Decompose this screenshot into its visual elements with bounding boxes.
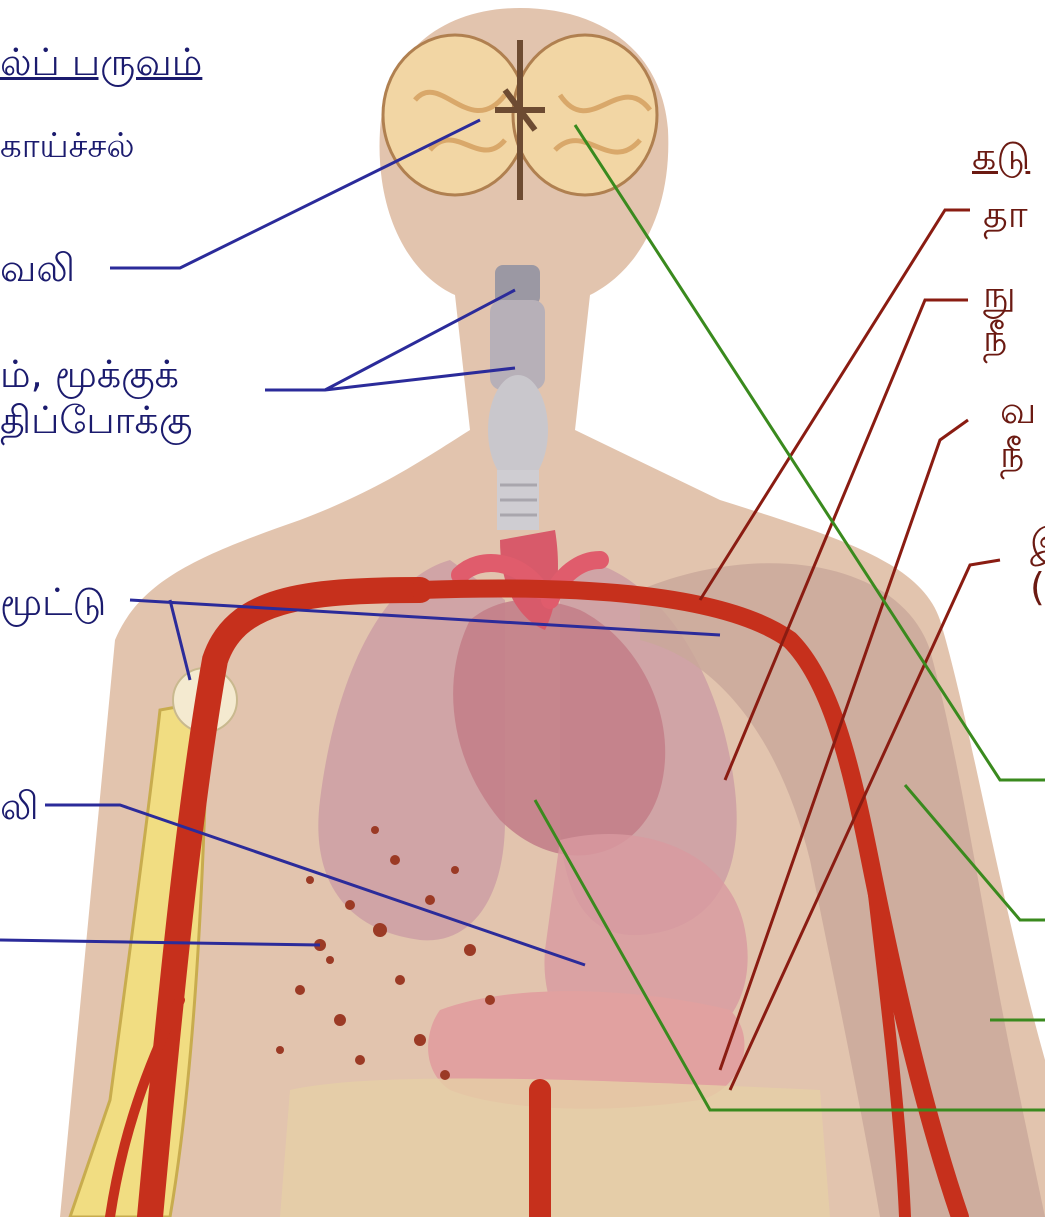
label-pain: வலி	[0, 246, 75, 290]
right-label-3b: நீ	[1000, 432, 1024, 476]
label-fever: காய்ச்சல்	[0, 124, 135, 168]
right-label-2a: நு	[983, 272, 1016, 316]
right-label-2b: நீ	[983, 316, 1007, 360]
label-abdominal: லி	[0, 784, 39, 828]
right-label-4a: இ	[1030, 520, 1045, 564]
trachea	[488, 265, 548, 530]
label-nose-2: திப்போக்கு	[0, 398, 192, 442]
left-title: ல்ப் பருவம்	[0, 40, 202, 84]
right-label-3a: வ	[1000, 388, 1036, 432]
label-nose-1: ம், மூக்குக்	[0, 352, 179, 396]
right-label-4b: (	[1030, 565, 1045, 609]
label-joint: மூட்டு	[0, 580, 106, 624]
right-title: கடு	[972, 134, 1030, 178]
brain	[383, 35, 657, 200]
right-label-1: தா	[983, 192, 1028, 236]
